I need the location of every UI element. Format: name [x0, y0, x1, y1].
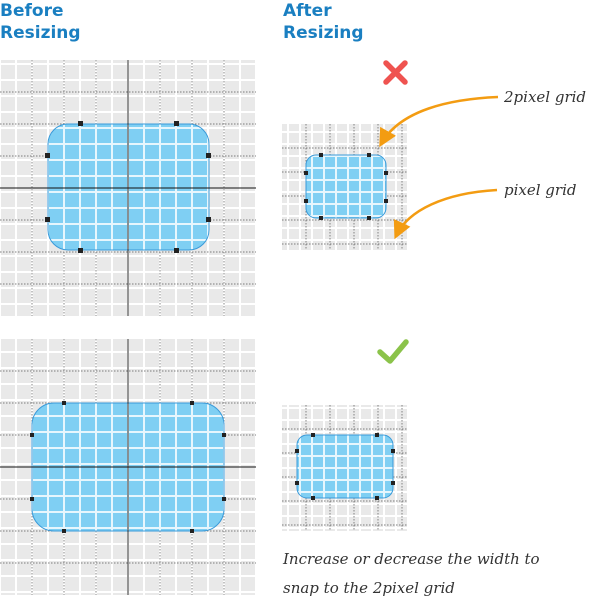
- caption-line2: snap to the 2pixel grid: [283, 579, 455, 597]
- check-icon: [377, 339, 409, 364]
- caption: Increase or decrease the width to snap t…: [283, 545, 583, 603]
- handles-after-right: [295, 433, 395, 500]
- cross-icon: [383, 60, 408, 85]
- caption-line1: Increase or decrease the width to: [283, 550, 540, 568]
- arrow-to-pixel-grid: [393, 188, 498, 240]
- before-heading-line1: Before: [0, 1, 64, 21]
- handles-after-wrong: [304, 153, 388, 220]
- after-heading-line2: Resizing: [283, 23, 364, 43]
- rounded-shape-after-right: [296, 434, 394, 499]
- before-heading-line2: Resizing: [0, 23, 81, 43]
- handles-before-bottom: [30, 401, 226, 533]
- rounded-shape-after-wrong: [305, 154, 387, 219]
- handles-before-top: [45, 121, 211, 253]
- rounded-shape-before-top: [47, 123, 210, 251]
- label-pixel-grid: pixel grid: [504, 181, 577, 199]
- before-heading: Before Resizing: [0, 0, 81, 44]
- label-2pixel-grid: 2pixel grid: [504, 88, 587, 106]
- after-heading-line1: After: [283, 1, 332, 21]
- after-heading: After Resizing: [283, 0, 364, 44]
- arrow-to-2pixel-grid: [379, 95, 499, 148]
